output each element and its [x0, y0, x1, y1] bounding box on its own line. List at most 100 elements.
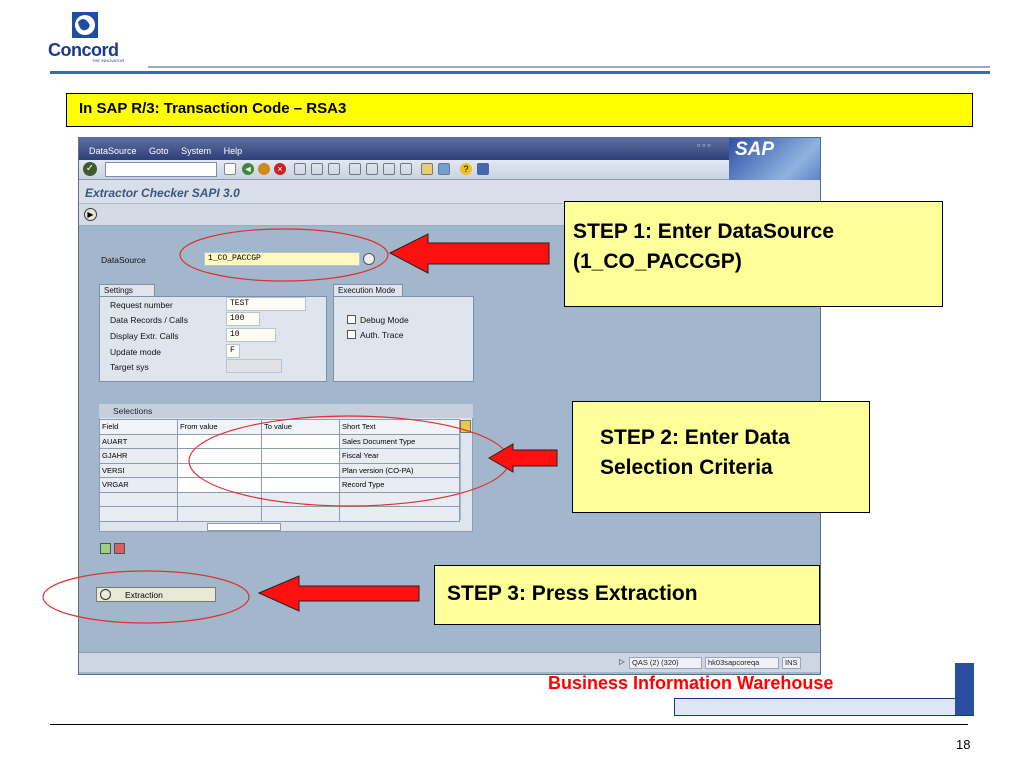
short-text-cell: Sales Document Type	[339, 433, 460, 449]
callout-step1-line2: (1_CO_PACCGP)	[573, 250, 742, 273]
table-row-empty	[99, 491, 460, 507]
settings-label-calls: Display Extr. Calls	[110, 331, 179, 341]
logo-tagline: THE INNOVATOR	[92, 58, 125, 63]
shortcut-icon[interactable]	[438, 163, 450, 175]
settings-label-target: Target sys	[110, 362, 149, 372]
datasource-label: DataSource	[101, 255, 146, 265]
selections-horizontal-scrollbar[interactable]	[177, 522, 459, 531]
settings-label-update: Update mode	[110, 347, 162, 357]
selections-vertical-scrollbar[interactable]	[460, 434, 471, 520]
page-number: 18	[956, 737, 971, 752]
save-icon[interactable]	[224, 163, 236, 175]
extraction-button[interactable]: Extraction	[96, 587, 216, 602]
delete-row-icon[interactable]	[114, 543, 125, 554]
settings-label-request: Request number	[110, 300, 173, 310]
footer-divider	[50, 724, 968, 725]
add-row-icon[interactable]	[100, 543, 111, 554]
callout-step2-line2: Selection Criteria	[600, 456, 773, 479]
callout-step1: STEP 1: Enter DataSource (1_CO_PACCGP)	[564, 201, 943, 307]
selections-table: Field From value To value Short Text AUA…	[99, 419, 460, 522]
menu-help[interactable]: Help	[223, 146, 243, 156]
header-line-thin	[148, 66, 990, 68]
new-session-icon[interactable]	[421, 163, 433, 175]
last-page-icon[interactable]	[400, 163, 412, 175]
display-calls-input[interactable]: 10	[226, 328, 276, 342]
callout-step3: STEP 3: Press Extraction	[434, 565, 820, 625]
auth-trace-checkbox[interactable]	[347, 330, 356, 339]
transaction-title: Extractor Checker SAPI 3.0	[79, 180, 820, 204]
from-value-cell[interactable]	[177, 477, 262, 493]
highlight-ellipse-datasource	[179, 228, 389, 282]
datasource-lookup-icon[interactable]	[363, 253, 375, 265]
cancel-icon[interactable]: ×	[274, 163, 286, 175]
logo-name: Concord	[48, 40, 119, 60]
menu-goto[interactable]: Goto	[149, 146, 169, 156]
window-controls[interactable]: ▫▫▫	[697, 140, 713, 150]
scroll-thumb[interactable]	[207, 523, 281, 531]
selections-title: Selections	[99, 404, 473, 418]
sap-logo-area	[729, 138, 820, 180]
table-header-row: Field From value To value Short Text	[99, 419, 460, 435]
settings-tab: Settings	[99, 284, 155, 296]
find-icon[interactable]	[311, 163, 323, 175]
enter-check-icon[interactable]: ✓	[83, 162, 97, 176]
update-mode-input[interactable]: F	[226, 344, 240, 358]
col-field[interactable]: Field	[99, 419, 178, 435]
callout-step1-line1: STEP 1: Enter DataSource	[573, 220, 835, 243]
highlight-ellipse-selections	[188, 415, 510, 507]
status-mode: INS	[782, 657, 801, 669]
sap-logo-text: SAP	[735, 139, 775, 160]
debug-mode-checkbox[interactable]	[347, 315, 356, 324]
auth-trace-label: Auth. Trace	[360, 330, 404, 340]
from-value-cell[interactable]	[177, 462, 262, 478]
status-system: QAS (2) (320)	[629, 657, 702, 669]
execute-icon	[100, 589, 111, 600]
system-toolbar	[79, 160, 729, 180]
request-number-input[interactable]: TEST	[226, 297, 306, 311]
field-cell: GJAHR	[99, 448, 178, 464]
help-icon[interactable]: ?	[460, 163, 472, 175]
next-page-icon[interactable]	[383, 163, 395, 175]
table-row: GJAHR Fiscal Year	[99, 448, 460, 464]
footer-brand: Business Information Warehouse	[548, 673, 834, 693]
print-icon[interactable]	[294, 163, 306, 175]
short-text-cell: Fiscal Year	[339, 448, 460, 464]
status-host: hk03sapcoreqa	[705, 657, 779, 669]
col-short-text[interactable]: Short Text	[339, 419, 460, 435]
back-icon[interactable]: ◄	[242, 163, 254, 175]
arrow-step3	[257, 575, 420, 612]
from-value-cell[interactable]	[177, 448, 262, 464]
callout-step2: STEP 2: Enter Data Selection Criteria	[572, 401, 870, 513]
to-value-cell[interactable]	[261, 462, 340, 478]
sap-menu: DataSource Goto System Help	[89, 146, 248, 156]
table-row-empty	[99, 506, 460, 522]
column-config-icon[interactable]	[460, 420, 471, 433]
arrow-step2	[488, 443, 558, 473]
command-field[interactable]	[105, 162, 217, 177]
previous-page-icon[interactable]	[366, 163, 378, 175]
exit-icon[interactable]	[258, 163, 270, 175]
table-row: AUART Sales Document Type	[99, 433, 460, 449]
target-sys-input[interactable]	[226, 359, 282, 373]
to-value-cell[interactable]	[261, 448, 340, 464]
execute-icon[interactable]: ▶	[84, 208, 97, 221]
menu-datasource[interactable]: DataSource	[89, 146, 137, 156]
arrow-step1	[388, 233, 550, 274]
first-page-icon[interactable]	[349, 163, 361, 175]
concord-logo	[72, 12, 98, 38]
header-line-thick	[50, 71, 990, 74]
status-expand-icon[interactable]: ▷	[619, 657, 625, 666]
debug-mode-label: Debug Mode	[360, 315, 409, 325]
datasource-input[interactable]: 1_CO_PACCGP	[204, 252, 360, 266]
find-next-icon[interactable]	[328, 163, 340, 175]
menu-system[interactable]: System	[181, 146, 212, 156]
layout-menu-icon[interactable]	[477, 163, 489, 175]
footer-decor-bar	[674, 698, 974, 716]
callout-step3-text: STEP 3: Press Extraction	[447, 582, 698, 605]
execution-mode-tab: Execution Mode	[333, 284, 403, 296]
field-cell: AUART	[99, 433, 178, 449]
sap-menubar	[79, 138, 820, 160]
execution-mode-group	[333, 296, 474, 382]
data-records-input[interactable]: 100	[226, 312, 260, 326]
